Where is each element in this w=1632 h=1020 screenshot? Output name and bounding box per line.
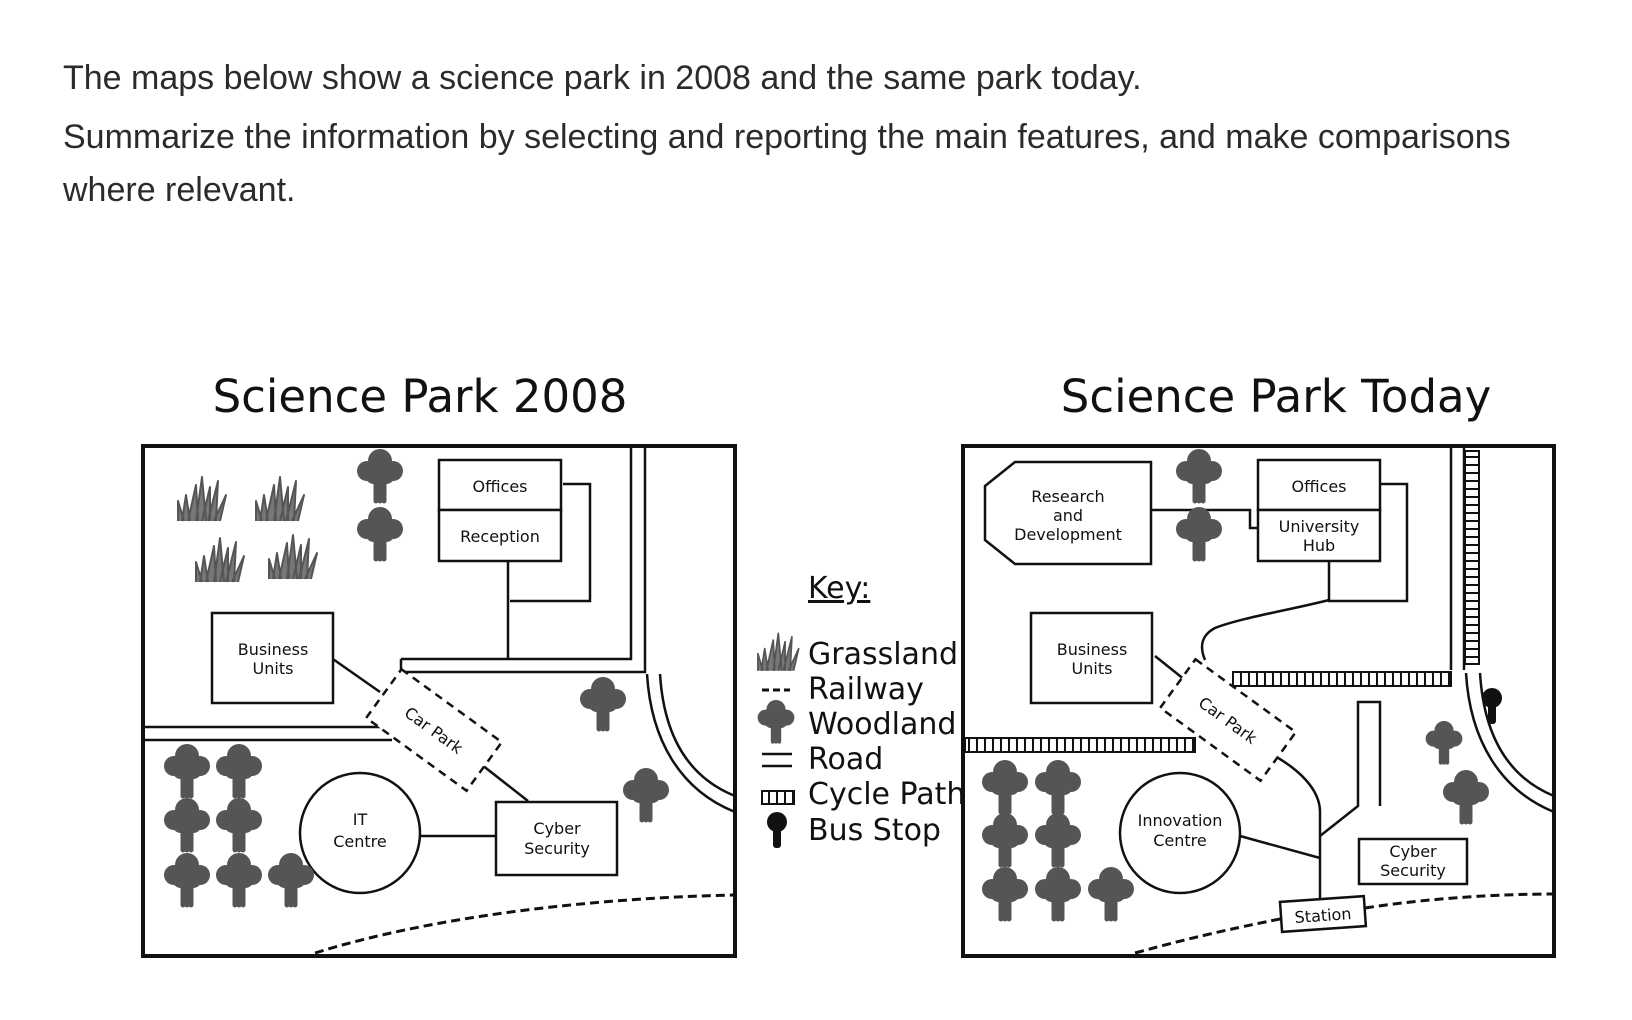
road-2008	[145, 446, 736, 838]
cyber-security-today-label-2: Security	[1380, 861, 1446, 880]
it-centre-2008-label-2: Centre	[333, 832, 387, 851]
railway-today	[1134, 892, 1555, 955]
tree-icon	[758, 700, 795, 742]
research-label-3: Development	[1014, 525, 1122, 544]
key-woodland: Woodland	[808, 707, 956, 742]
innovation-centre-label-2: Centre	[1153, 831, 1207, 850]
key-road: Road	[808, 742, 883, 777]
station-today: Station	[1278, 894, 1368, 934]
business-units-today-label-2: Units	[1072, 659, 1113, 678]
cyber-security-2008-label-1: Cyber	[533, 819, 581, 838]
map-2008: Science Park 2008 Offices Reception Busi…	[141, 370, 737, 958]
bus-stop-icon	[767, 812, 787, 848]
it-centre-2008-label-1: IT	[353, 810, 368, 829]
cyber-security-today	[1357, 837, 1469, 886]
business-units-today	[1029, 611, 1154, 705]
key-title: Key:	[808, 571, 870, 606]
university-hub-label-2: Hub	[1303, 536, 1335, 555]
research-development-today	[983, 460, 1153, 566]
offices-2008-label: Offices	[472, 477, 527, 496]
innovation-centre-label-1: Innovation	[1138, 811, 1223, 830]
railway-2008	[314, 893, 736, 955]
cycle-path-today-3	[1464, 450, 1480, 665]
road-key-symbol	[762, 752, 792, 768]
station-label: Station	[1294, 904, 1352, 927]
university-hub-label-1: University	[1279, 517, 1360, 536]
grass-icon	[757, 632, 800, 672]
prompt-line-1: The maps below show a science park in 20…	[63, 59, 1142, 97]
it-centre-2008	[298, 771, 422, 895]
key-grassland: Grassland	[808, 637, 958, 672]
innovation-centre-today	[1118, 771, 1242, 895]
prompt-line-2: Summarize the information by selecting a…	[63, 118, 1511, 209]
reception-2008	[437, 508, 563, 563]
key-cycle-path: Cycle Path	[808, 777, 965, 812]
cyber-security-2008	[494, 800, 619, 877]
map-today-title: Science Park Today	[1061, 370, 1491, 423]
business-units-2008-label-2: Units	[253, 659, 294, 678]
offices-today	[1256, 458, 1382, 512]
task-prompt: The maps below show a science park in 20…	[63, 52, 1563, 239]
reception-2008-label: Reception	[460, 527, 540, 546]
key-railway: Railway	[808, 672, 924, 707]
key-bus-stop: Bus Stop	[808, 813, 941, 848]
cycle-path-key-symbol	[761, 790, 795, 805]
offices-today-label: Offices	[1291, 477, 1346, 496]
cycle-path-today-2	[964, 737, 1196, 753]
map-key: Key: Grassland Railway Woodland Road Cyc…	[757, 571, 965, 848]
cyber-security-today-label-1: Cyber	[1389, 842, 1437, 861]
business-units-today-label-1: Business	[1057, 640, 1128, 659]
cyber-security-2008-label-2: Security	[524, 839, 590, 858]
research-label-1: Research	[1031, 487, 1104, 506]
business-units-2008-label-1: Business	[238, 640, 309, 659]
map-2008-title: Science Park 2008	[213, 370, 628, 423]
business-units-2008	[210, 611, 335, 705]
cycle-path-today-1	[1232, 671, 1452, 687]
research-label-2: and	[1053, 506, 1083, 525]
university-hub-today	[1256, 508, 1382, 563]
map-today: Science Park Today Research and Developm…	[961, 370, 1556, 958]
car-park-today: Car Park	[1158, 657, 1298, 783]
